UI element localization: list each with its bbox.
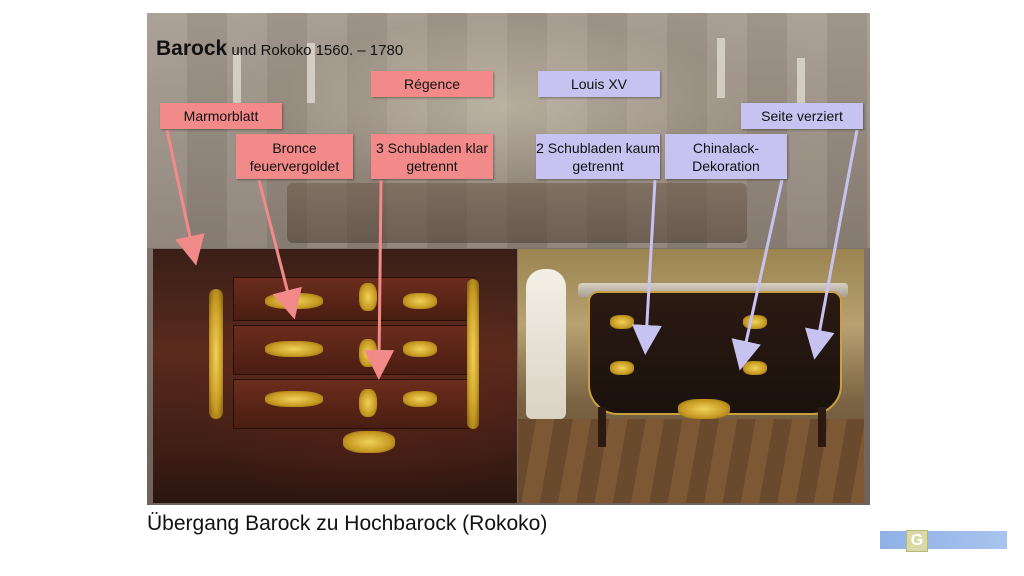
brass-ornament xyxy=(359,339,377,367)
brass-handle xyxy=(610,315,634,329)
lacquer-commode xyxy=(588,291,842,415)
footer-bar xyxy=(880,531,1007,549)
commode-leg xyxy=(598,407,606,447)
label-3-schubladen: 3 Schubladen klar getrennt xyxy=(371,134,493,179)
commode-leg xyxy=(818,407,826,447)
brass-apron xyxy=(343,431,395,453)
louis-xv-commode-photo xyxy=(518,249,864,503)
label-bronce-feuervergoldet: Bronce feuervergoldet xyxy=(236,134,353,179)
background-candle xyxy=(307,43,315,103)
label-seite-verziert: Seite verziert xyxy=(741,103,863,129)
brass-handle xyxy=(743,315,767,329)
regence-commode-photo xyxy=(153,249,517,503)
logo-icon: G xyxy=(906,530,928,552)
slide-area: Barock und Rokoko 1560. – 1780 xyxy=(147,13,870,505)
label-chinalack-dekoration: Chinalack-Dekoration xyxy=(665,134,787,179)
slide-title: Barock und Rokoko 1560. – 1780 xyxy=(156,37,403,61)
label-2-schubladen: 2 Schubladen kaum getrennt xyxy=(536,134,660,179)
brass-handle xyxy=(265,293,323,309)
brass-apron xyxy=(678,399,730,419)
chair xyxy=(526,269,566,419)
slide-title-bold: Barock xyxy=(156,37,228,60)
parquet-floor xyxy=(518,419,864,503)
label-marmorblatt: Marmorblatt xyxy=(160,103,282,129)
brass-side-mount xyxy=(209,289,223,419)
brass-ornament xyxy=(359,389,377,417)
background-candle xyxy=(797,58,805,113)
label-louis-xv: Louis XV xyxy=(538,71,660,97)
background-table xyxy=(287,183,747,243)
slide-caption: Übergang Barock zu Hochbarock (Rokoko) xyxy=(147,512,548,535)
brass-ornament xyxy=(359,283,377,311)
slide-title-rest: und Rokoko 1560. – 1780 xyxy=(227,42,404,59)
brass-side-mount xyxy=(467,279,479,429)
background-candle xyxy=(717,38,725,98)
brass-handle xyxy=(743,361,767,375)
brass-handle xyxy=(610,361,634,375)
background-candle xyxy=(233,53,241,108)
brass-handle xyxy=(265,391,323,407)
brass-handle xyxy=(403,293,437,309)
brass-handle xyxy=(403,391,437,407)
brass-handle xyxy=(265,341,323,357)
label-regence: Régence xyxy=(371,71,493,97)
brass-handle xyxy=(403,341,437,357)
